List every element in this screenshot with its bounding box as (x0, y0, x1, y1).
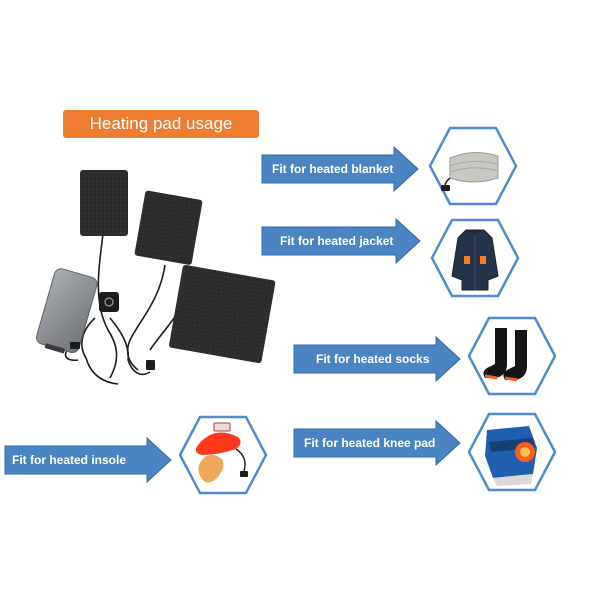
hex-knee-pad (467, 412, 557, 492)
usage-label-insole: Fit for heated insole (12, 453, 127, 467)
arrow-knee-pad: Fit for heated knee pad (293, 419, 461, 467)
usb-connector (70, 342, 80, 349)
usage-label-jacket: Fit for heated jacket (280, 234, 394, 248)
hex-jacket (430, 218, 520, 298)
jacket-icon (451, 229, 499, 291)
title-badge: Heating pad usage (63, 110, 259, 138)
arrow-jacket: Fit for heated jacket (261, 217, 421, 265)
hex-blanket (428, 126, 518, 206)
socks-icon (483, 328, 527, 382)
insole-icon (195, 422, 248, 483)
usage-label-socks: Fit for heated socks (316, 352, 430, 366)
arrow-socks: Fit for heated socks (293, 335, 461, 383)
arrow-blanket: Fit for heated blanket (261, 145, 419, 193)
hex-insole (178, 415, 268, 495)
dc-connector (146, 360, 155, 370)
power-bank (36, 268, 98, 354)
blanket-icon (441, 152, 499, 191)
usage-label-blanket: Fit for heated blanket (272, 162, 394, 176)
hex-socks (467, 316, 557, 396)
controller-switch (99, 292, 119, 312)
heating-pad-large (169, 264, 276, 364)
knee-pad-icon (485, 426, 537, 486)
arrow-insole: Fit for heated insole (4, 436, 172, 484)
heating-pad-medium (134, 190, 203, 265)
usage-label-knee-pad: Fit for heated knee pad (304, 436, 436, 450)
heating-pad-small (80, 170, 128, 236)
cable-bundle (64, 233, 186, 385)
